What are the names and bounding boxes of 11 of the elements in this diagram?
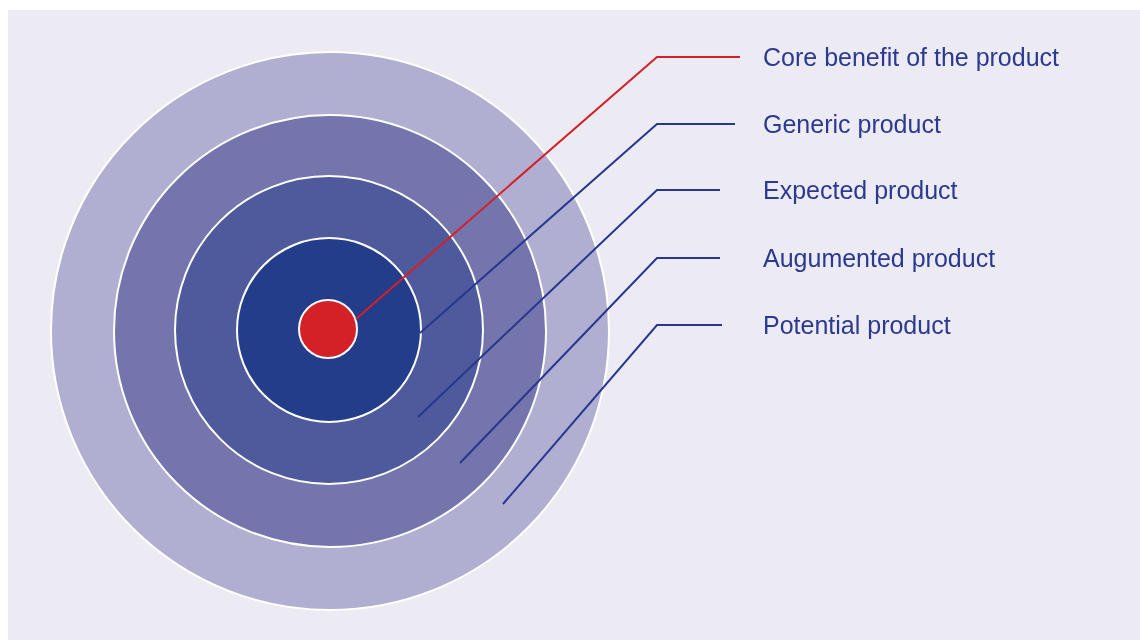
ring-circle [298,299,358,359]
ring-label: Core benefit of the product [763,42,1060,72]
ring-label: Expected product [763,175,958,205]
leader-line [502,324,723,505]
ring-label: Potential product [763,310,951,340]
ring-label: Generic product [763,109,941,139]
ring-label: Augumented product [763,243,996,273]
leader-line [355,56,741,320]
leader-line [417,189,721,418]
leader-line [459,257,721,464]
leader-line [419,123,736,334]
